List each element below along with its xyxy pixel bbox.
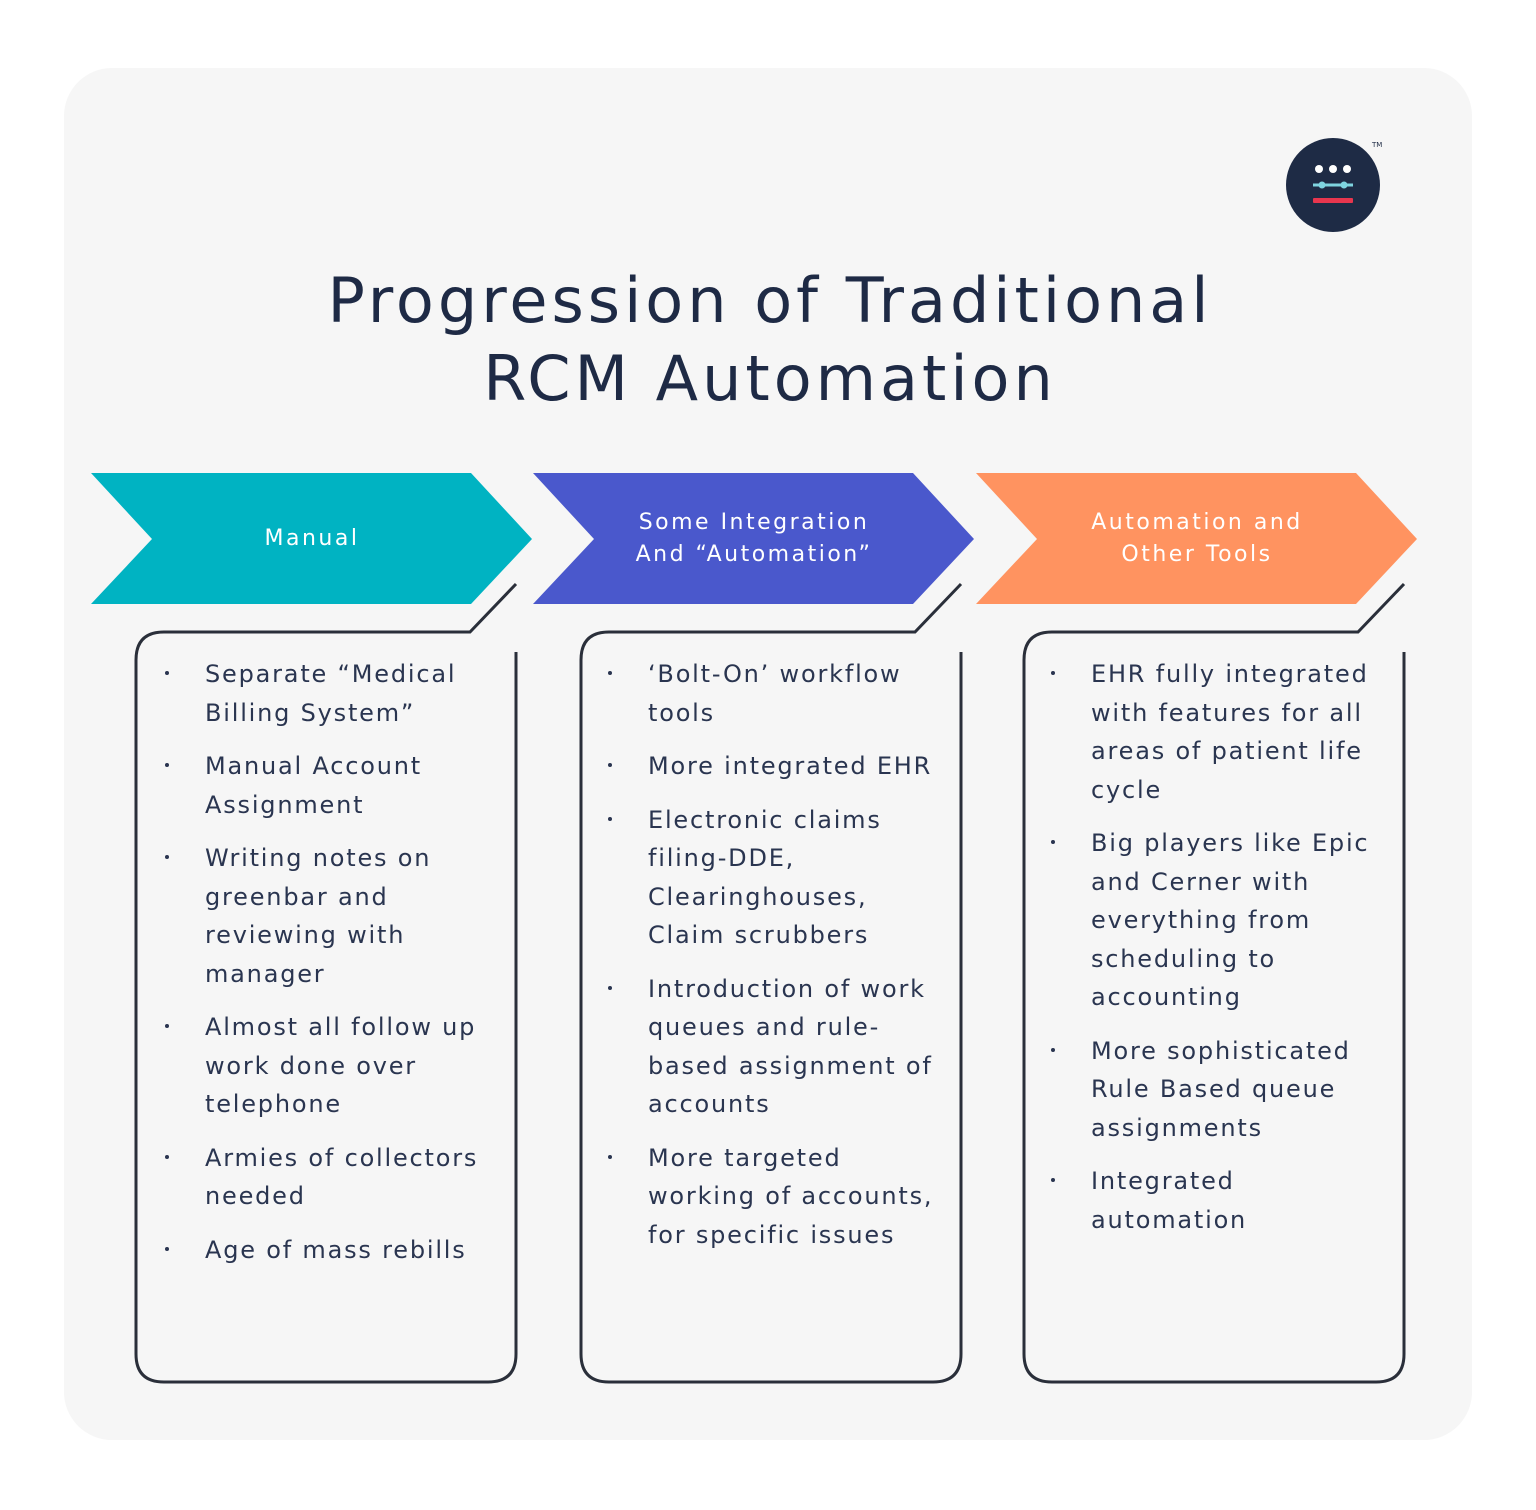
stage-chevron-some-integration: Some Integration And “Automation”	[533, 473, 975, 605]
list-item: Big players like Epic and Cerner with ev…	[1051, 824, 1381, 1017]
bullet-dot	[165, 1024, 169, 1028]
list-item: More sophisticated Rule Based queue assi…	[1051, 1032, 1381, 1148]
bullet-dot	[1051, 1047, 1055, 1052]
list-item: Electronic claims filing-DDE, Clearingho…	[608, 801, 952, 955]
stage-label: Automation and Other Tools	[1036, 473, 1358, 605]
stage-label-line-1: Manual	[264, 526, 360, 551]
title-line-1: Progression of Traditional	[327, 264, 1213, 337]
stage-box-outline-manual	[134, 580, 534, 1386]
stage-label-line-2: And “Automation”	[635, 542, 873, 567]
list-item: More integrated EHR	[608, 747, 952, 786]
stage-box-outline-some-integration	[579, 580, 979, 1386]
list-item-text: Almost all follow up work done over tele…	[205, 1013, 477, 1118]
list-item-text: Separate “Medical Billing System”	[205, 660, 457, 727]
page-title: Progression of Traditional RCM Automatio…	[200, 262, 1340, 418]
stage-label: Some Integration And “Automation”	[593, 473, 915, 605]
list-item-text: Integrated automation	[1091, 1167, 1248, 1234]
stage-box-outline-automation	[1022, 580, 1422, 1386]
stage-label-line-1: Some Integration	[638, 510, 870, 535]
bullet-list-some-integration: ‘Bolt-On’ workflow tools More integrated…	[608, 655, 952, 1269]
chevron-shape	[533, 473, 974, 604]
bullet-dot	[1051, 671, 1055, 675]
list-item: Integrated automation	[1051, 1162, 1381, 1239]
bullet-dot	[165, 671, 169, 675]
list-item: Introduction of work queues and rule-bas…	[608, 970, 952, 1124]
bullet-list-manual: Separate “Medical Billing System” Manual…	[165, 655, 505, 1284]
stage-label-line-1: Automation and	[1091, 510, 1303, 535]
list-item-text: Introduction of work queues and rule-bas…	[648, 974, 933, 1119]
list-item: EHR fully integrated with features for a…	[1051, 655, 1381, 809]
list-item: Age of mass rebills	[165, 1231, 505, 1270]
list-item: ‘Bolt-On’ workflow tools	[608, 655, 952, 732]
infographic-card	[64, 68, 1472, 1440]
list-item: Almost all follow up work done over tele…	[165, 1008, 505, 1124]
chevron-shape	[91, 473, 532, 604]
list-item-text: Armies of collectors needed	[205, 1143, 479, 1211]
stage-chevron-automation: Automation and Other Tools	[976, 473, 1418, 605]
bullet-dot	[1051, 840, 1055, 844]
chat-bubble-face-icon: TM	[1286, 138, 1382, 232]
list-item-text: Big players like Epic and Cerner with ev…	[1091, 829, 1370, 1011]
list-item: Writing notes on greenbar and reviewing …	[165, 839, 505, 993]
stage-label: Manual	[151, 473, 473, 605]
list-item: Separate “Medical Billing System”	[165, 655, 505, 732]
list-item-text: ‘Bolt-On’ workflow tools	[648, 660, 902, 727]
bullet-dot	[165, 1154, 169, 1159]
bullet-dot	[608, 816, 612, 821]
list-item-text: EHR fully integrated with features for a…	[1091, 660, 1369, 804]
list-item-text: More sophisticated Rule Based queue assi…	[1091, 1036, 1351, 1142]
bullet-dot	[1051, 1178, 1055, 1182]
bullet-dot	[165, 763, 169, 767]
list-item-text: Writing notes on greenbar and reviewing …	[205, 844, 432, 988]
list-item: More targeted working of accounts, for s…	[608, 1139, 952, 1255]
bullet-dot	[608, 985, 612, 990]
stage-chevron-manual: Manual	[91, 473, 533, 605]
list-item-text: Age of mass rebills	[205, 1235, 467, 1264]
list-item-text: More targeted working of accounts, for s…	[648, 1143, 934, 1249]
bullet-dot	[608, 763, 612, 767]
list-item-text: Manual Account Assignment	[205, 752, 422, 819]
title-line-2: RCM Automation	[483, 342, 1057, 415]
bullet-dot	[608, 1154, 612, 1159]
bullet-dot	[165, 1246, 169, 1251]
chevron-shape	[976, 473, 1417, 604]
bullet-dot	[608, 671, 612, 675]
list-item: Armies of collectors needed	[165, 1139, 505, 1216]
list-item: Manual Account Assignment	[165, 747, 505, 824]
list-item-text: More integrated EHR	[648, 752, 933, 780]
bullet-list-automation: EHR fully integrated with features for a…	[1051, 655, 1381, 1254]
list-item-text: Electronic claims filing-DDE, Clearingho…	[648, 805, 882, 950]
stage-label-line-2: Other Tools	[1121, 542, 1273, 567]
trademark-symbol: TM	[1371, 141, 1382, 149]
bullet-dot	[165, 855, 169, 859]
brand-logo: TM	[1286, 137, 1382, 233]
